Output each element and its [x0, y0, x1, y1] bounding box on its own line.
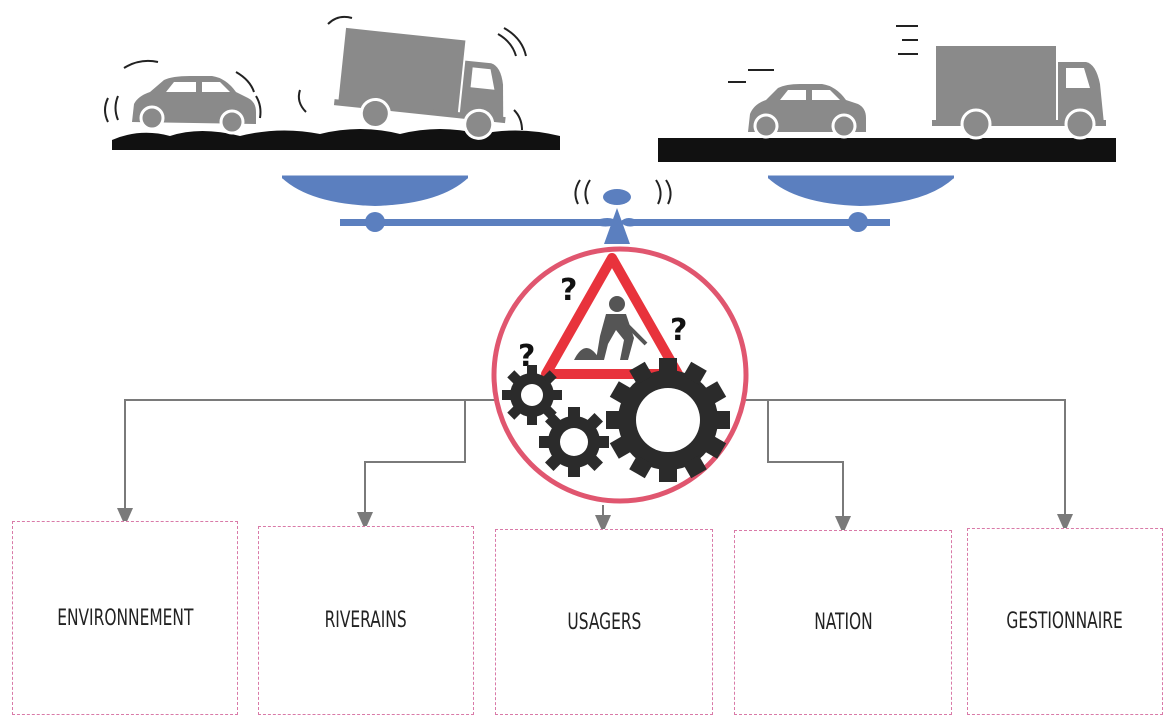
stakeholder-label-usagers: USAGERS	[567, 610, 641, 635]
truck-on-smooth-road-icon	[896, 26, 1106, 138]
stakeholder-box-usagers: USAGERS	[495, 529, 713, 715]
stakeholder-label-gestionnaire: GESTIONNAIRE	[1007, 609, 1123, 634]
stakeholder-box-nation: NATION	[734, 530, 952, 715]
connector-nation	[768, 400, 843, 526]
stakeholder-box-environnement: ENVIRONNEMENT	[12, 521, 238, 715]
car-on-smooth-road-icon	[728, 70, 866, 137]
balance-scale-icon	[282, 177, 954, 244]
question-mark-right: ?	[670, 313, 687, 348]
question-mark-top: ?	[560, 273, 577, 308]
car-on-bumpy-road-icon	[105, 61, 261, 133]
stakeholder-label-riverains: RIVERAINS	[325, 608, 407, 633]
bumpy-road-surface	[112, 129, 560, 150]
connector-riverains	[365, 400, 465, 522]
truck-on-bumpy-road-icon	[332, 28, 513, 141]
stakeholder-box-riverains: RIVERAINS	[258, 526, 474, 715]
stakeholder-label-environnement: ENVIRONNEMENT	[57, 606, 193, 631]
smooth-road-scene	[658, 26, 1116, 162]
connector-environnement	[125, 400, 520, 518]
smooth-road-surface	[658, 138, 1116, 162]
central-roadwork-circle: ? ? ?	[494, 249, 746, 501]
stakeholder-box-gestionnaire: GESTIONNAIRE	[967, 528, 1163, 715]
bumpy-road-scene	[105, 17, 560, 150]
stakeholder-label-nation: NATION	[814, 610, 872, 635]
